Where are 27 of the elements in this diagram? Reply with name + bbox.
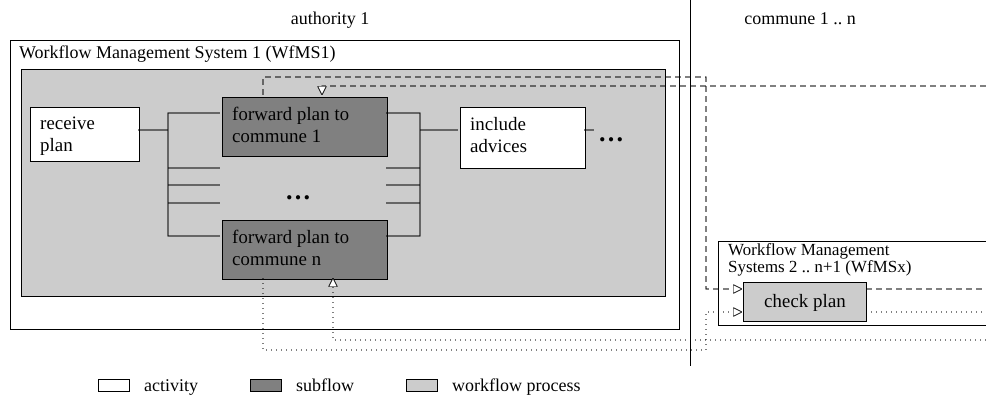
legend-label: workflow process <box>452 375 580 396</box>
node-label: include advices <box>470 114 528 158</box>
system-frame <box>10 40 680 330</box>
node-label: Workflow Management Systems 2 .. n+1 (WfMSx) <box>728 241 912 276</box>
process-box <box>743 282 867 322</box>
node-label: receive plan <box>40 113 96 157</box>
arrow <box>328 278 986 340</box>
connector-line <box>386 130 458 236</box>
region-label: authority 1 <box>290 8 370 29</box>
workflow-process-panel <box>21 69 666 297</box>
subflow-box <box>222 97 388 157</box>
activity-box <box>460 107 586 169</box>
arrow <box>317 86 986 96</box>
node-label: check plan <box>764 291 847 313</box>
subflow-box <box>222 220 388 280</box>
arrow <box>262 278 742 350</box>
node-label: Workflow Management System 1 (WfMS1) <box>19 42 336 63</box>
ellipsis: … <box>285 178 311 204</box>
region-label: commune 1 .. n <box>744 8 856 29</box>
node-label: forward plan to commune 1 <box>232 104 350 148</box>
ellipsis: … <box>598 120 624 146</box>
system-frame <box>718 241 986 326</box>
activity-box <box>30 107 140 162</box>
node-label: forward plan to commune n <box>232 227 350 271</box>
arrow <box>262 76 742 294</box>
legend-label: subflow <box>296 375 354 396</box>
legend-label: activity <box>144 375 198 396</box>
